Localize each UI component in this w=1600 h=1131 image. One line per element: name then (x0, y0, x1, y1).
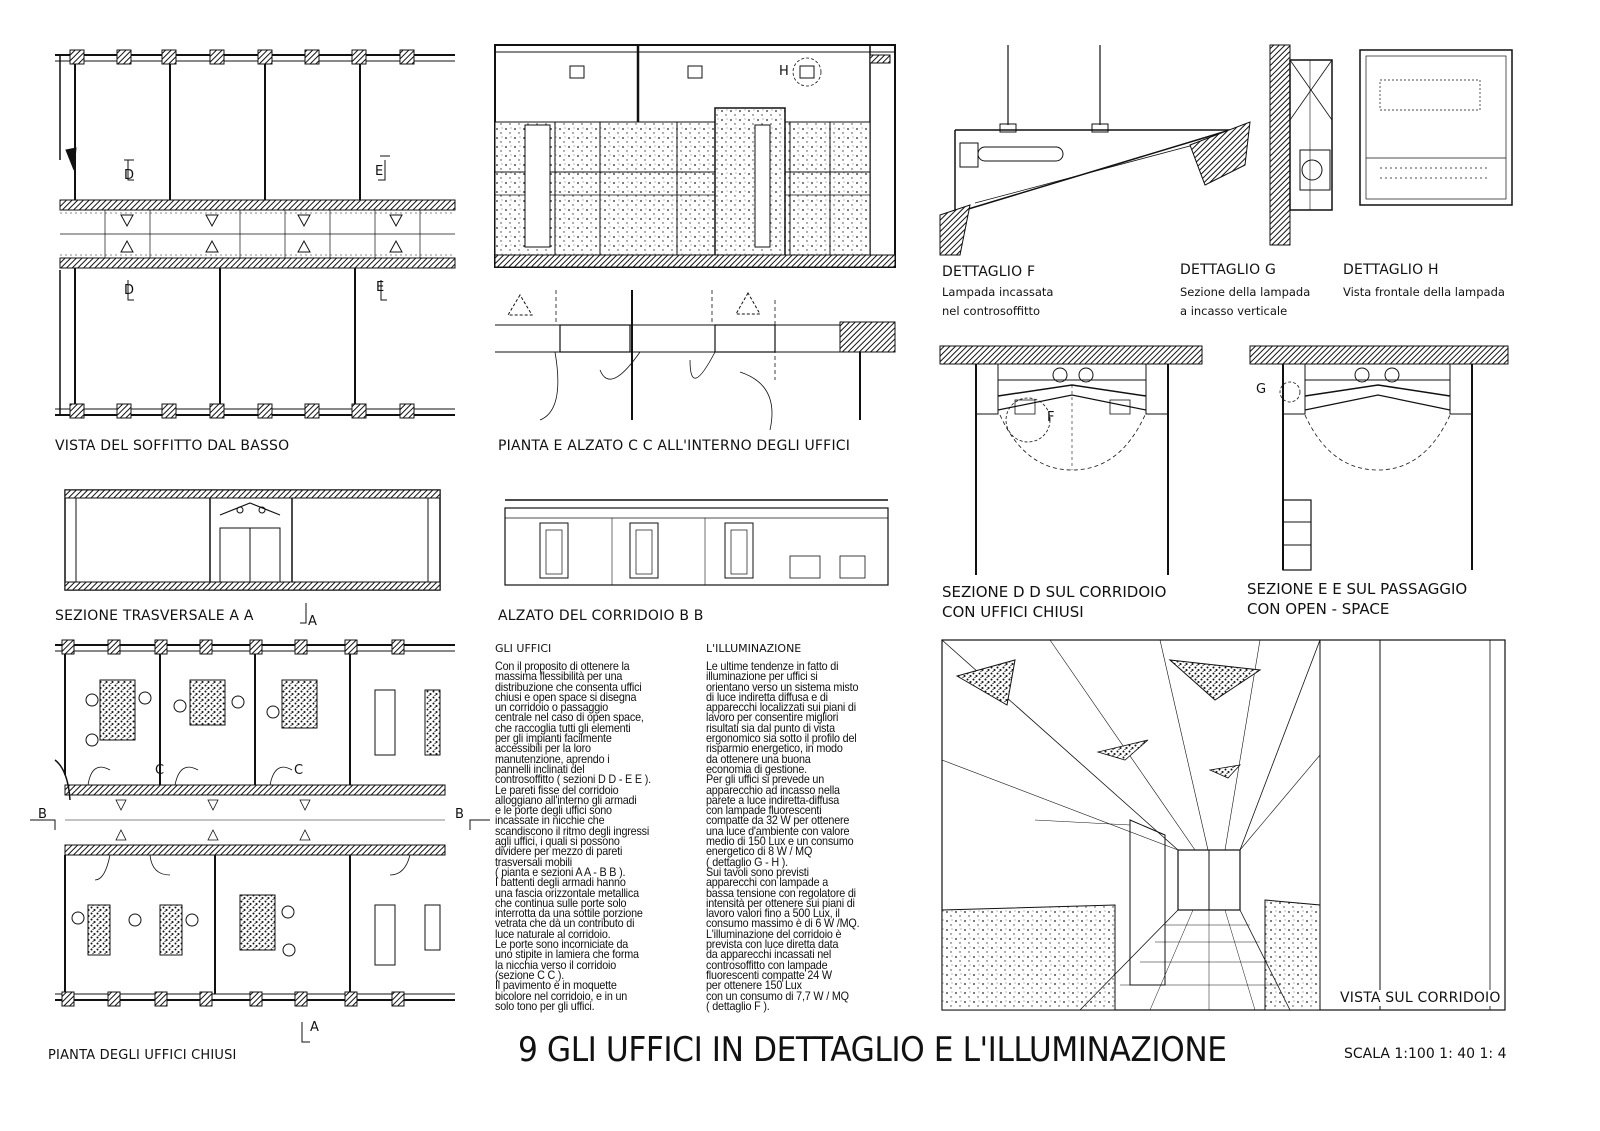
uffici-body-text: Con il proposito di ottenere la massima … (495, 660, 651, 1013)
detail-h-description: Vista frontale della lampada (1343, 285, 1505, 299)
detail-f-description: Lampada incassata nel controsoffitto (942, 285, 1054, 318)
marker-d-top: D (124, 168, 135, 183)
detail-g-description: Sezione della lampada a incasso vertical… (1180, 285, 1311, 318)
caption-section-aa: SEZIONE TRASVERSALE A A (55, 608, 254, 624)
marker-e-bottom: E (376, 280, 385, 295)
illuminazione-heading: L'ILLUMINAZIONE (706, 642, 802, 655)
scale-label: SCALA 1:100 1: 40 1: 4 (1344, 1046, 1507, 1062)
marker-c-left: C (155, 763, 165, 778)
marker-b-left: B (38, 807, 47, 822)
marker-c-right: C (294, 763, 304, 778)
caption-plan-elevation-cc: PIANTA E ALZATO C C ALL'INTERNO DEGLI UF… (498, 438, 851, 454)
detail-f-title: DETTAGLIO F (942, 264, 1036, 280)
marker-g: G (1256, 382, 1267, 397)
caption-corridor-elevation-bb: ALZATO DEL CORRIDOIO B B (498, 608, 704, 624)
uffici-heading: GLI UFFICI (495, 642, 552, 655)
caption-corridor-view: VISTA SUL CORRIDOIO (1338, 990, 1503, 1006)
marker-f: F (1047, 410, 1055, 425)
detail-h-title: DETTAGLIO H (1343, 262, 1439, 278)
caption-ceiling-plan: VISTA DEL SOFFITTO DAL BASSO (55, 438, 290, 454)
detail-g-title: DETTAGLIO G (1180, 262, 1277, 278)
marker-a-plan: A (310, 1020, 319, 1035)
page-title: 9 GLI UFFICI IN DETTAGLIO E L'ILLUMINAZI… (518, 1030, 1227, 1070)
marker-e-top: E (375, 164, 384, 179)
caption-section-ee: SEZIONE E E SUL PASSAGGIO CON OPEN - SPA… (1247, 580, 1468, 618)
marker-h: H (779, 64, 789, 79)
marker-b-right: B (455, 807, 464, 822)
marker-a-section: A (308, 614, 317, 629)
illuminazione-body-text: Le ultime tendenze in fatto di illuminaz… (706, 660, 860, 1013)
caption-closed-offices-plan: PIANTA DEGLI UFFICI CHIUSI (48, 1048, 237, 1063)
marker-d-bottom: D (124, 283, 135, 298)
caption-section-dd: SEZIONE D D SUL CORRIDOIO CON UFFICI CHI… (942, 583, 1167, 621)
